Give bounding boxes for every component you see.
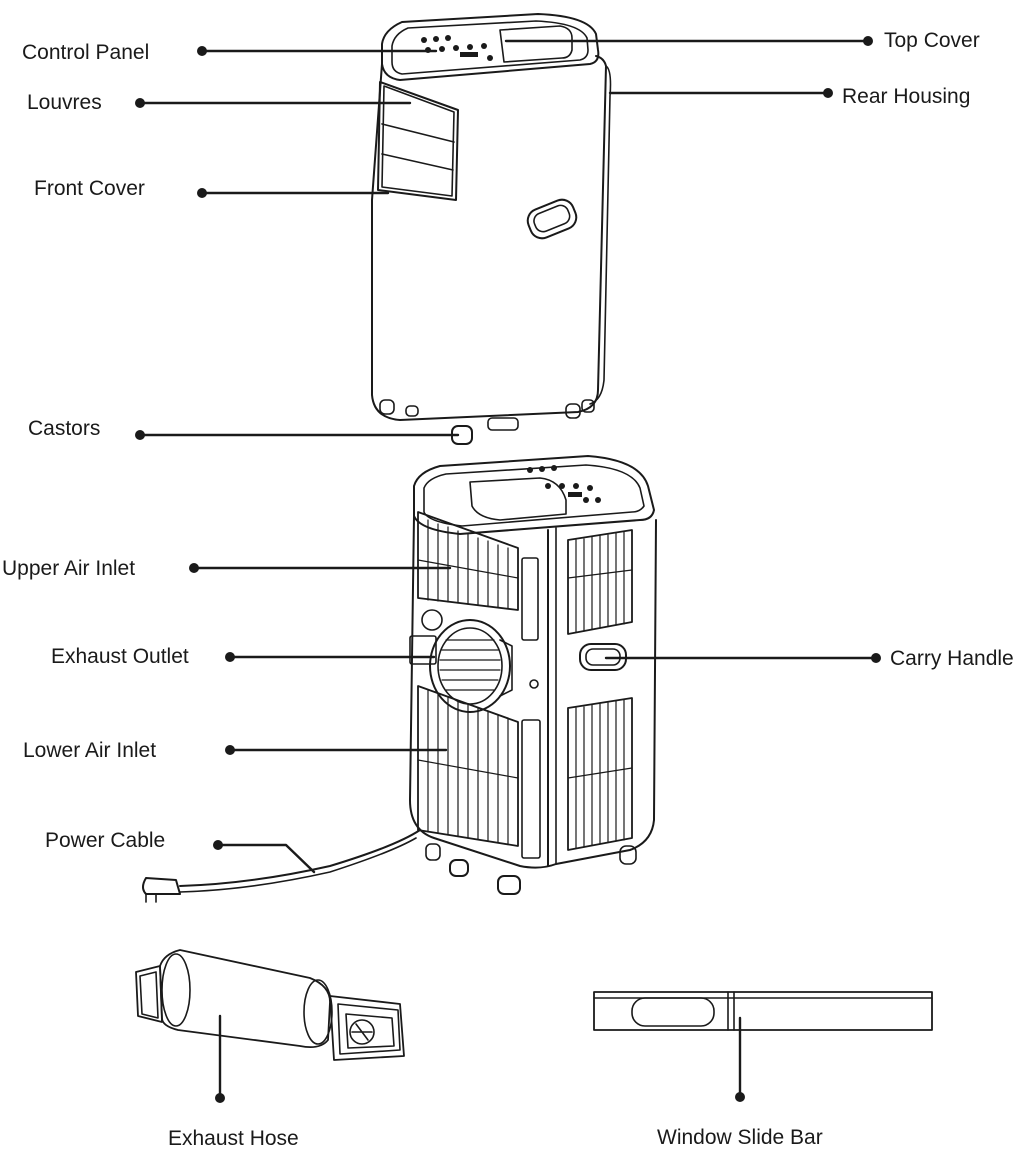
exhaust-hose-illustration [135, 949, 405, 1061]
label-louvres: Louvres [27, 91, 102, 114]
rear-control-buttons [527, 465, 601, 503]
label-exhaust-hose: Exhaust Hose [168, 1127, 299, 1150]
rear-unit-illustration [142, 455, 657, 903]
label-castors: Castors [28, 417, 101, 440]
lower-inlet-slats [417, 689, 519, 845]
label-exhaust-outlet: Exhaust Outlet [51, 645, 189, 668]
label-lower-air-inlet: Lower Air Inlet [23, 739, 157, 762]
side-lower-slats [567, 699, 633, 849]
label-rear-housing: Rear Housing [842, 85, 971, 108]
label-carry-handle: Carry Handle [890, 647, 1014, 670]
label-upper-air-inlet: Upper Air Inlet [2, 557, 136, 580]
label-top-cover: Top Cover [884, 29, 980, 52]
side-upper-slats [567, 531, 633, 633]
leader-lines [138, 39, 878, 1100]
exhaust-outlet-slats [439, 639, 501, 691]
label-window-slide-bar: Window Slide Bar [657, 1126, 823, 1149]
front-control-buttons [421, 35, 493, 61]
window-slide-bar-illustration [593, 991, 933, 1031]
label-front-cover: Front Cover [34, 177, 145, 200]
leader-dots [135, 36, 881, 1103]
label-power-cable: Power Cable [45, 829, 166, 852]
upper-inlet-slats [417, 519, 519, 609]
front-unit-illustration [371, 13, 612, 445]
label-control-panel: Control Panel [22, 41, 150, 64]
